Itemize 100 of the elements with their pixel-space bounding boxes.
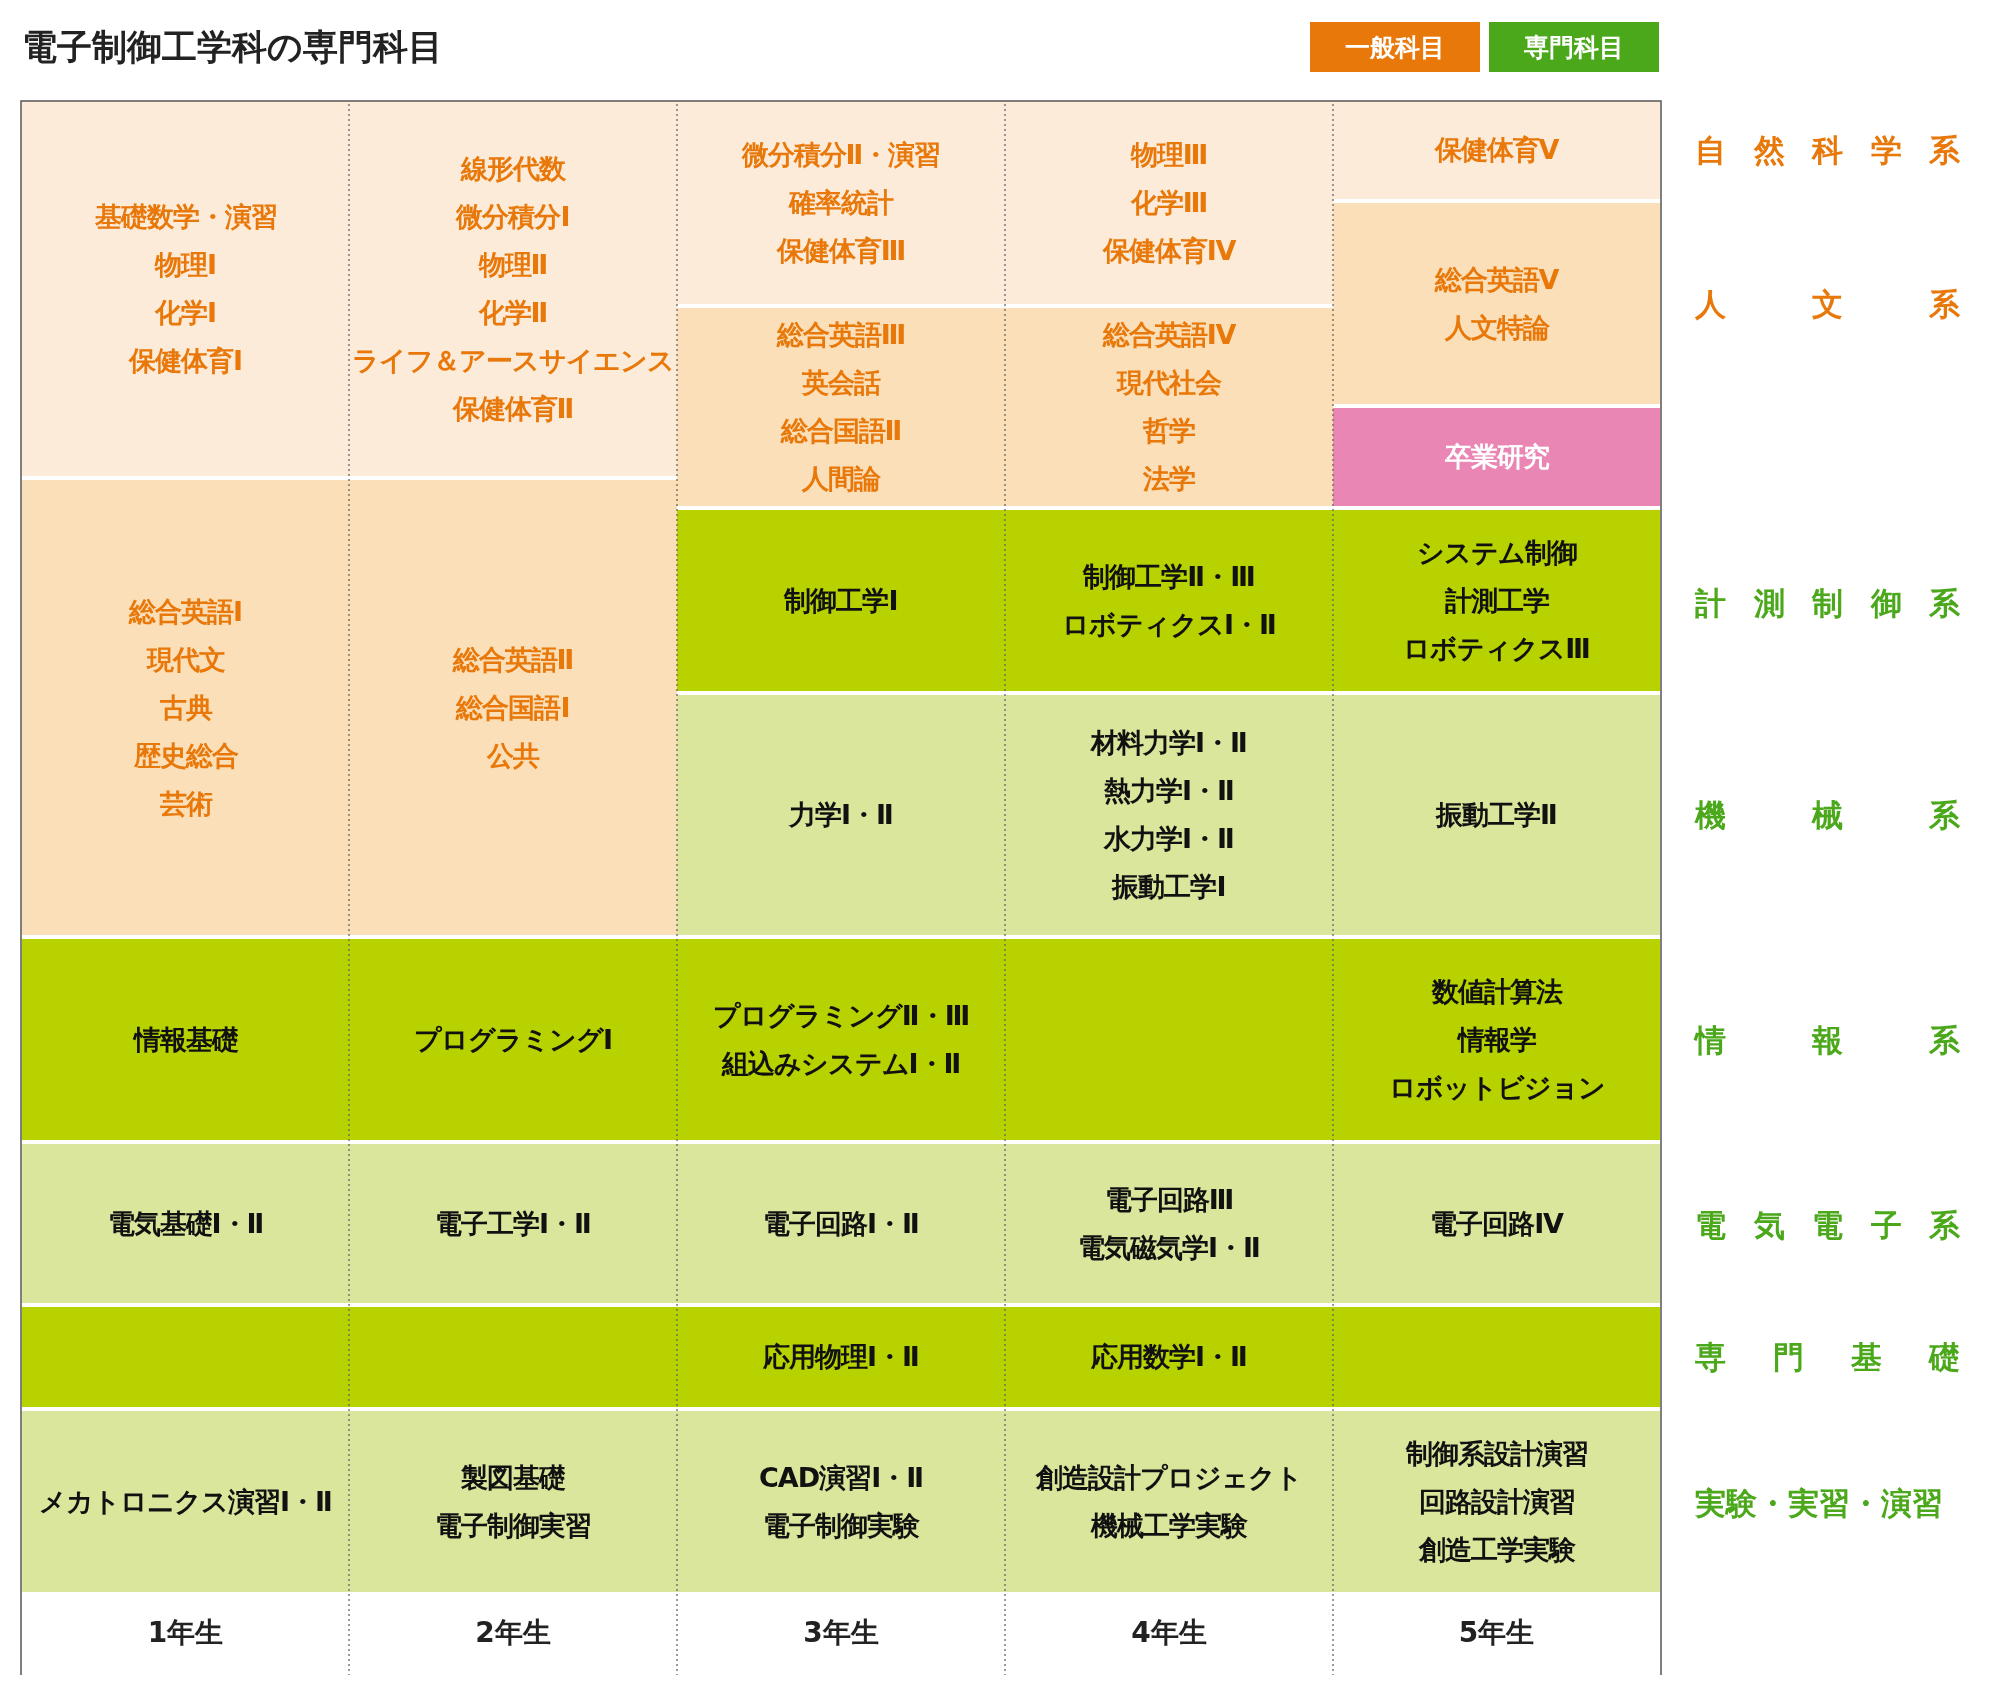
subject-name: 保健体育Ⅲ bbox=[776, 233, 906, 268]
subject-name: 公共 bbox=[487, 738, 539, 773]
subject-name: プログラミングⅡ・Ⅲ bbox=[712, 998, 970, 1033]
subject-name: 物理Ⅲ bbox=[1130, 137, 1208, 172]
subject-name: 卒業研究 bbox=[1444, 440, 1549, 474]
category-label: 計測制御系 bbox=[1695, 584, 1960, 623]
course-cell bbox=[22, 1411, 349, 1592]
subject-name: 数値計算法 bbox=[1431, 974, 1562, 1009]
course-cell bbox=[349, 480, 677, 935]
subject-name: 製図基礎 bbox=[461, 1460, 565, 1495]
course-cell bbox=[1333, 510, 1660, 691]
subject-name: 材料力学Ⅰ・Ⅱ bbox=[1091, 726, 1247, 760]
course-cell bbox=[1005, 308, 1333, 506]
course-cell bbox=[1333, 408, 1660, 506]
subject-name: 電子制御実験 bbox=[763, 1508, 919, 1543]
subject-name: 確率統計 bbox=[789, 185, 893, 220]
subject-name: 電気基礎Ⅰ・Ⅱ bbox=[107, 1206, 264, 1241]
subject-name: 総合英語Ⅰ bbox=[128, 594, 242, 629]
subject-name: 力学Ⅰ・Ⅱ bbox=[789, 798, 893, 832]
subject-name: 回路設計演習 bbox=[1418, 1484, 1575, 1519]
course-cell bbox=[1333, 101, 1660, 199]
subject-name: 現代文 bbox=[146, 642, 225, 677]
subject-name: 芸術 bbox=[159, 786, 212, 821]
subject-name: 電子工学Ⅰ・Ⅱ bbox=[435, 1206, 591, 1241]
subject-name: 総合英語Ⅳ bbox=[1102, 318, 1236, 352]
subject-name: 保健体育Ⅱ bbox=[452, 391, 574, 426]
legend-label: 一般科目 bbox=[1345, 31, 1445, 64]
category-label: 実験・実習・演習 bbox=[1695, 1484, 1944, 1523]
category-label: 自然科学系 bbox=[1695, 131, 1960, 170]
course-cell bbox=[677, 695, 1005, 935]
course-cell bbox=[22, 1144, 349, 1303]
subject-name: 保健体育Ⅳ bbox=[1102, 233, 1236, 268]
course-cell bbox=[1333, 939, 1660, 1140]
year-label: 4年生 bbox=[1130, 1615, 1208, 1651]
course-cell bbox=[1333, 1307, 1660, 1407]
category-label: 人文系 bbox=[1695, 285, 1960, 324]
subject-name: 制御工学Ⅰ bbox=[784, 583, 898, 618]
course-cell bbox=[677, 308, 1005, 506]
subject-name: 総合英語Ⅲ bbox=[776, 318, 906, 352]
category-label: 機械系 bbox=[1695, 796, 1960, 835]
subject-name: 微分積分Ⅱ・演習 bbox=[741, 137, 941, 172]
subject-name: 現代社会 bbox=[1117, 366, 1221, 400]
year-label: 1年生 bbox=[146, 1615, 225, 1651]
subject-name: 線形代数 bbox=[461, 151, 565, 186]
course-cell bbox=[349, 101, 677, 476]
subject-name: メカトロニクス演習Ⅰ・Ⅱ bbox=[39, 1484, 332, 1519]
subject-name: 物理Ⅰ bbox=[154, 247, 216, 282]
category-label: 電気電子系 bbox=[1695, 1206, 1960, 1245]
subject-name: 電子回路Ⅳ bbox=[1430, 1206, 1563, 1241]
subject-name: 化学Ⅲ bbox=[1130, 185, 1208, 220]
subject-name: 英会話 bbox=[802, 366, 880, 400]
subject-name: 水力学Ⅰ・Ⅱ bbox=[1104, 822, 1234, 856]
year-label: 3年生 bbox=[802, 1615, 880, 1651]
diagram-title: 電子制御工学科の専門科目 bbox=[22, 26, 443, 69]
subject-name: 熱力学Ⅰ・Ⅱ bbox=[1104, 774, 1234, 808]
subject-name: 化学Ⅰ bbox=[154, 295, 216, 330]
subject-name: ロボティクスⅠ・Ⅱ bbox=[1062, 607, 1276, 642]
course-cell bbox=[677, 510, 1005, 691]
subject-name: 創造設計プロジェクト bbox=[1036, 1460, 1302, 1495]
subject-name: 歴史総合 bbox=[133, 738, 238, 773]
course-cell bbox=[22, 939, 349, 1140]
subject-name: 計測工学 bbox=[1444, 583, 1549, 618]
course-cell bbox=[1333, 695, 1660, 935]
subject-name: 振動工学Ⅰ bbox=[1112, 870, 1226, 904]
course-cell bbox=[22, 101, 349, 476]
subject-name: 応用物理Ⅰ・Ⅱ bbox=[763, 1340, 919, 1374]
subject-name: 組込みシステムⅠ・Ⅱ bbox=[721, 1046, 961, 1081]
course-cell bbox=[22, 480, 349, 935]
course-cell bbox=[1005, 101, 1333, 304]
subject-name: 機械工学実験 bbox=[1091, 1508, 1247, 1543]
year-label: 5年生 bbox=[1457, 1615, 1536, 1651]
subject-name: 古典 bbox=[159, 690, 212, 725]
subject-name: 人間論 bbox=[802, 462, 880, 496]
subject-name: ライフ＆アースサイエンス bbox=[352, 343, 674, 378]
subject-name: プログラミングⅠ bbox=[413, 1022, 612, 1057]
subject-name: システム制御 bbox=[1416, 535, 1577, 570]
legend-label: 専門科目 bbox=[1524, 31, 1624, 64]
subject-name: 情報基礎 bbox=[133, 1022, 238, 1057]
subject-name: CAD演習Ⅰ・Ⅱ bbox=[759, 1460, 923, 1495]
subject-name: ロボットビジョン bbox=[1388, 1070, 1605, 1105]
subject-name: 制御系設計演習 bbox=[1405, 1436, 1588, 1471]
subject-name: 電気磁気学Ⅰ・Ⅱ bbox=[1078, 1230, 1260, 1265]
category-label: 専門基礎 bbox=[1695, 1338, 1960, 1377]
subject-name: 保健体育Ⅴ bbox=[1434, 133, 1559, 167]
subject-name: 創造工学実験 bbox=[1418, 1532, 1575, 1567]
subject-name: 総合国語Ⅱ bbox=[780, 414, 902, 448]
year-label: 2年生 bbox=[474, 1615, 552, 1651]
subject-name: 保健体育Ⅰ bbox=[128, 343, 242, 378]
category-label: 情報系 bbox=[1695, 1021, 1960, 1060]
subject-name: 人文特論 bbox=[1444, 310, 1549, 345]
subject-name: ロボティクスⅢ bbox=[1403, 631, 1590, 666]
subject-name: 化学Ⅱ bbox=[478, 295, 548, 330]
subject-name: 微分積分Ⅰ bbox=[456, 199, 570, 234]
subject-name: 総合英語Ⅴ bbox=[1434, 262, 1559, 297]
subject-name: 哲学 bbox=[1143, 414, 1195, 448]
subject-name: 振動工学Ⅱ bbox=[1436, 798, 1557, 832]
subject-name: 電子回路Ⅲ bbox=[1104, 1182, 1234, 1217]
subject-name: 基礎数学・演習 bbox=[94, 199, 277, 234]
subject-name: 電子制御実習 bbox=[435, 1508, 591, 1543]
subject-name: 法学 bbox=[1143, 462, 1195, 496]
